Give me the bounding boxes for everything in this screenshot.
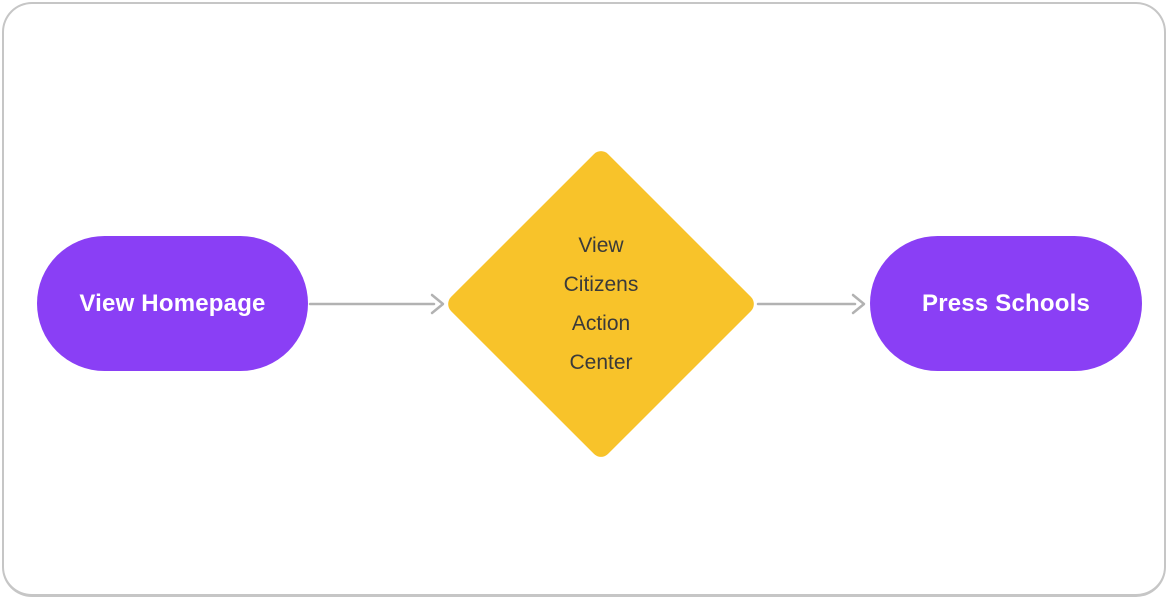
connector-arrow-diamond-to-schools [756,293,866,315]
connector-arrow-homepage-to-diamond [308,293,445,315]
node-view-homepage[interactable]: View Homepage [37,236,308,371]
diamond-label-line: Citizens [563,273,639,296]
arrowhead-icon [851,293,866,315]
node-press-schools-label: Press Schools [921,289,1090,317]
diamond-label-line: Action [571,312,631,335]
diamond-label-line: View [578,234,624,257]
arrowhead-icon [430,293,445,315]
node-view-homepage-label: View Homepage [79,289,266,317]
node-press-schools[interactable]: Press Schools [870,236,1142,371]
node-view-citizens-action-center-label: View Citizens Action Center [451,226,751,382]
diamond-label-line: Center [569,351,633,374]
